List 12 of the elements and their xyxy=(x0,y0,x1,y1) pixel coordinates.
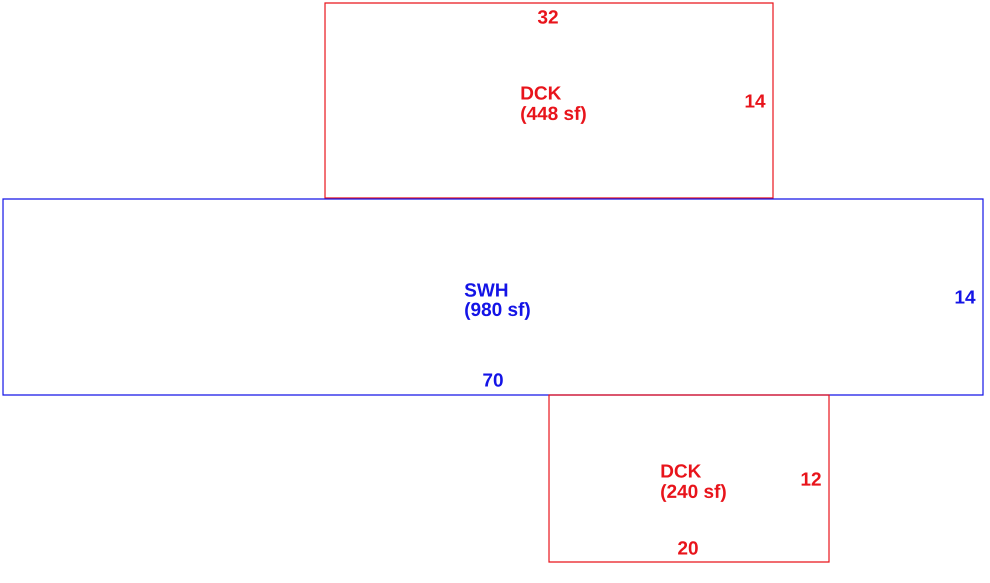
dimension-label: 32 xyxy=(538,10,558,24)
dimension-label: 20 xyxy=(678,541,698,555)
area-label: DCK xyxy=(521,86,562,100)
dimension-label: 14 xyxy=(956,290,976,304)
area-label: SWH xyxy=(464,283,508,297)
dimension-label: 14 xyxy=(746,94,766,108)
dimension-label: 70 xyxy=(483,373,503,387)
dimension-label: 12 xyxy=(802,472,821,486)
area-label: DCK xyxy=(661,464,702,478)
area-label: (240 sf) xyxy=(661,484,726,502)
area-label: (980 sf) xyxy=(465,302,530,320)
area-label: (448 sf) xyxy=(521,106,586,124)
